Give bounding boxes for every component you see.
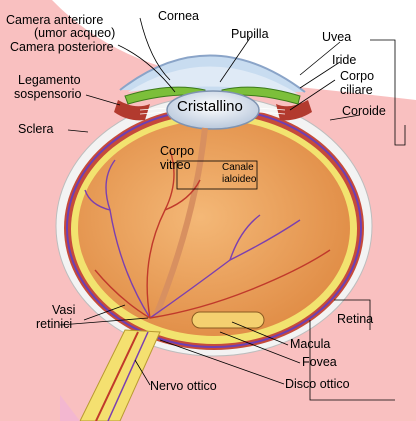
label-camera-posteriore: Camera posteriore xyxy=(10,40,114,54)
label-cristallino: Cristallino xyxy=(177,98,243,115)
hyaloid-canal xyxy=(152,127,208,320)
label-vasi-2: retinici xyxy=(36,317,73,331)
label-sclera: Sclera xyxy=(18,122,54,136)
label-canale-1: Canale xyxy=(222,162,254,173)
label-disco-ottico: Disco ottico xyxy=(285,377,350,391)
label-cornea: Cornea xyxy=(158,9,199,23)
label-retina: Retina xyxy=(337,312,374,326)
label-uvea: Uvea xyxy=(322,30,352,44)
label-nervo-ottico: Nervo ottico xyxy=(150,379,217,393)
label-coroide: Coroide xyxy=(342,104,386,118)
label-legamento-2: sospensorio xyxy=(14,87,82,101)
label-pupilla: Pupilla xyxy=(231,27,269,41)
retinal-vessels xyxy=(84,149,331,319)
label-corpo-ciliare-2: ciliare xyxy=(340,83,373,97)
label-fovea: Fovea xyxy=(302,355,337,369)
lens xyxy=(166,90,260,130)
label-legamento-1: Legamento xyxy=(18,73,81,87)
label-canale-2: ialoideo xyxy=(222,174,257,185)
vitreous-body xyxy=(78,120,350,336)
label-camera-anteriore: Camera anteriore xyxy=(6,13,104,27)
label-iride: Iride xyxy=(332,53,357,67)
macula-region xyxy=(191,311,265,329)
label-corpo-vitreo-2: vitreo xyxy=(160,158,191,172)
label-macula: Macula xyxy=(290,337,331,351)
label-corpo-vitreo-1: Corpo xyxy=(160,144,195,158)
label-corpo-ciliare-1: Corpo xyxy=(340,69,375,83)
label-umor-acqueo: (umor acqueo) xyxy=(34,26,116,40)
optic-nerve xyxy=(79,329,161,421)
label-vasi-1: Vasi xyxy=(52,303,76,317)
